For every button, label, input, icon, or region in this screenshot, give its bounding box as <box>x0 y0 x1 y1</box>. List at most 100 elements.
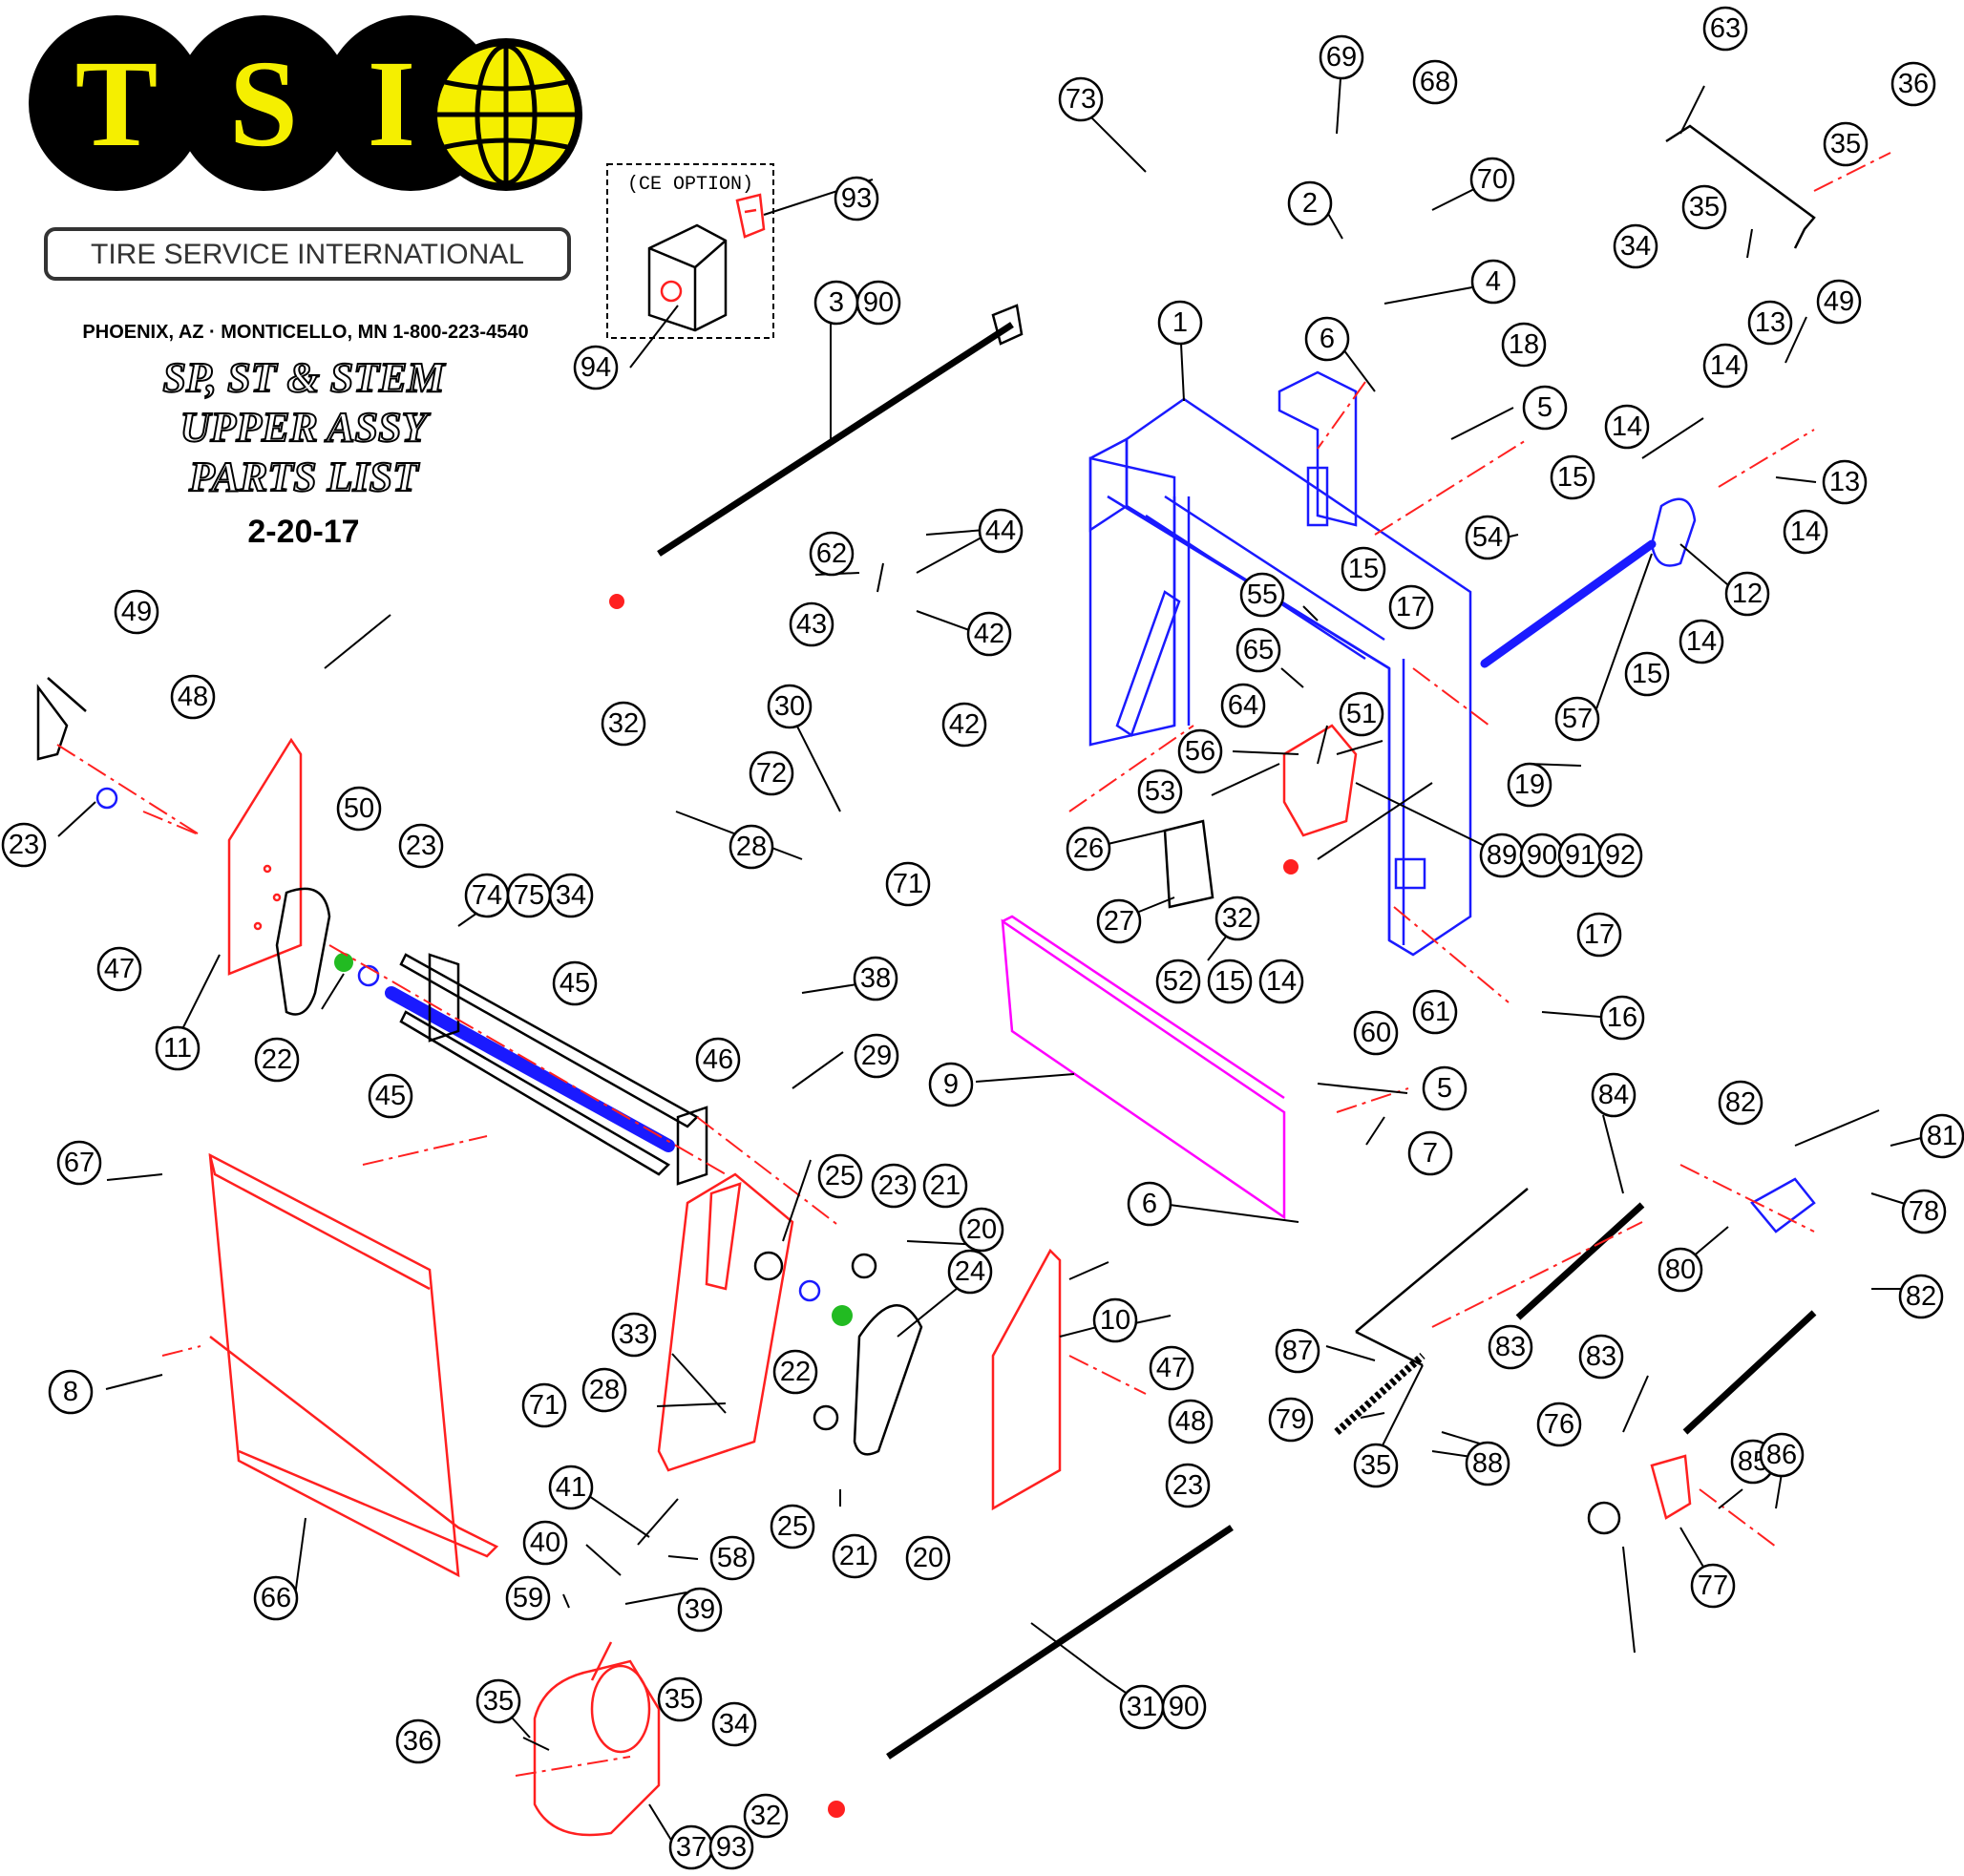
part-bubble: 59 <box>505 1575 551 1621</box>
part-bubble: 22 <box>772 1349 818 1395</box>
svg-text:68: 68 <box>1420 67 1450 97</box>
gauge-76 <box>1587 1501 1621 1535</box>
part-bubble: 63 <box>1702 6 1748 52</box>
svg-text:2: 2 <box>1302 188 1318 219</box>
part-bubble: 33 <box>611 1312 657 1358</box>
svg-text:23: 23 <box>406 831 436 861</box>
svg-text:10: 10 <box>1100 1305 1130 1336</box>
svg-text:93: 93 <box>841 183 872 214</box>
svg-text:19: 19 <box>1514 769 1545 800</box>
svg-text:59: 59 <box>513 1583 543 1613</box>
company-name: TIRE SERVICE INTERNATIONAL <box>91 239 524 270</box>
part-bubble: 48 <box>1168 1399 1214 1444</box>
part-bubble: 82 <box>1718 1080 1763 1126</box>
part-bubble: 61 <box>1412 989 1458 1035</box>
svg-text:23: 23 <box>9 830 39 860</box>
svg-text:54: 54 <box>1472 522 1503 553</box>
part-bubble: 42 <box>966 611 1012 657</box>
ce-option-label: (CE OPTION) <box>627 174 753 196</box>
rod-31 <box>886 1525 1234 1760</box>
svg-text:16: 16 <box>1607 1002 1637 1033</box>
part-bubble: 19 <box>1507 762 1552 808</box>
part-bubble: 32 <box>1214 896 1260 941</box>
svg-text:13: 13 <box>1829 467 1860 497</box>
svg-text:25: 25 <box>777 1511 808 1542</box>
part-bubble: 30 <box>767 684 813 729</box>
link-24 <box>853 1304 923 1456</box>
part-bubble: 67 <box>56 1140 102 1186</box>
svg-text:35: 35 <box>1830 129 1861 159</box>
part-bubble: 6 <box>1127 1181 1172 1227</box>
svg-text:36: 36 <box>1898 69 1929 99</box>
svg-text:14: 14 <box>1612 411 1642 442</box>
svg-text:90: 90 <box>1169 1692 1199 1722</box>
part-bubble: 38 <box>853 956 898 1001</box>
part-bubble: 17 <box>1388 584 1434 630</box>
svg-text:38: 38 <box>860 963 891 994</box>
part-bubble: 79 <box>1268 1397 1314 1443</box>
part-bubble: 18 <box>1501 322 1547 368</box>
svg-text:44: 44 <box>985 516 1016 546</box>
svg-text:24: 24 <box>955 1256 985 1287</box>
part-bubble: 4 <box>1470 259 1516 305</box>
part-bubble: 27 <box>1096 898 1142 944</box>
part-bubble: 37 <box>668 1824 714 1870</box>
part-bubble: 42 <box>941 702 987 748</box>
part-bubble: 16 <box>1599 995 1645 1041</box>
part-bubble: 8 <box>48 1369 94 1415</box>
svg-text:81: 81 <box>1927 1121 1957 1151</box>
svg-text:6: 6 <box>1142 1189 1157 1219</box>
rod-84 <box>1515 1202 1645 1320</box>
svg-text:30: 30 <box>774 691 805 722</box>
part-bubble: 15 <box>1341 546 1386 592</box>
part-bubble: 13 <box>1747 300 1793 346</box>
part-bubble: 20 <box>905 1535 951 1581</box>
rod-84b <box>1682 1310 1817 1435</box>
part-bubble: 54 <box>1465 515 1510 560</box>
svg-text:49: 49 <box>121 597 152 627</box>
svg-text:5: 5 <box>1437 1073 1452 1104</box>
svg-text:94: 94 <box>581 352 611 383</box>
cover-27 <box>1163 819 1214 909</box>
part-bubble: 60 <box>1353 1010 1399 1056</box>
svg-text:73: 73 <box>1066 84 1096 115</box>
logo-letter-s: S <box>229 35 298 173</box>
part-bubble: 6 <box>1304 316 1350 362</box>
centerlines <box>56 152 1891 1777</box>
part-bubble: 7 <box>1407 1130 1453 1176</box>
svg-text:71: 71 <box>529 1390 560 1421</box>
part-bubble: 13 <box>1822 459 1868 505</box>
part-bubble: 35 <box>1681 184 1727 230</box>
svg-text:74: 74 <box>472 880 502 911</box>
svg-text:56: 56 <box>1185 736 1215 767</box>
washer-23-left <box>95 787 118 810</box>
part-bubble: 34 <box>711 1701 757 1747</box>
svg-text:62: 62 <box>816 538 847 569</box>
part-bubble: 29 <box>854 1033 899 1079</box>
svg-text:60: 60 <box>1361 1018 1391 1048</box>
svg-text:63: 63 <box>1710 13 1741 44</box>
svg-text:92: 92 <box>1605 840 1636 871</box>
guard-66 <box>208 1152 499 1578</box>
part-bubble: 92 <box>1597 833 1643 878</box>
svg-text:91: 91 <box>1565 840 1595 871</box>
svg-text:83: 83 <box>1586 1341 1616 1372</box>
right-side-panel <box>991 1248 1062 1511</box>
part-bubble: 28 <box>729 824 774 870</box>
svg-text:34: 34 <box>556 880 586 911</box>
svg-text:35: 35 <box>1361 1450 1391 1481</box>
part-bubble: 55 <box>1239 572 1285 618</box>
part-bubble: 35 <box>1823 121 1869 167</box>
title-line-1: SP, ST & STEM <box>162 354 446 401</box>
svg-text:14: 14 <box>1710 350 1741 381</box>
part-bubble: 21 <box>922 1163 968 1209</box>
part-bubble: 47 <box>96 946 142 992</box>
part-bubble: 87 <box>1275 1328 1320 1374</box>
part-bubble: 23 <box>1165 1463 1211 1508</box>
part-bubble: 12 <box>1724 571 1770 617</box>
main-frame <box>1088 370 1472 957</box>
svg-text:45: 45 <box>375 1081 406 1111</box>
title-line-2: UPPER ASSY <box>180 404 432 451</box>
part-bubble: 51 <box>1339 691 1384 737</box>
shaft-57 <box>1480 539 1657 668</box>
